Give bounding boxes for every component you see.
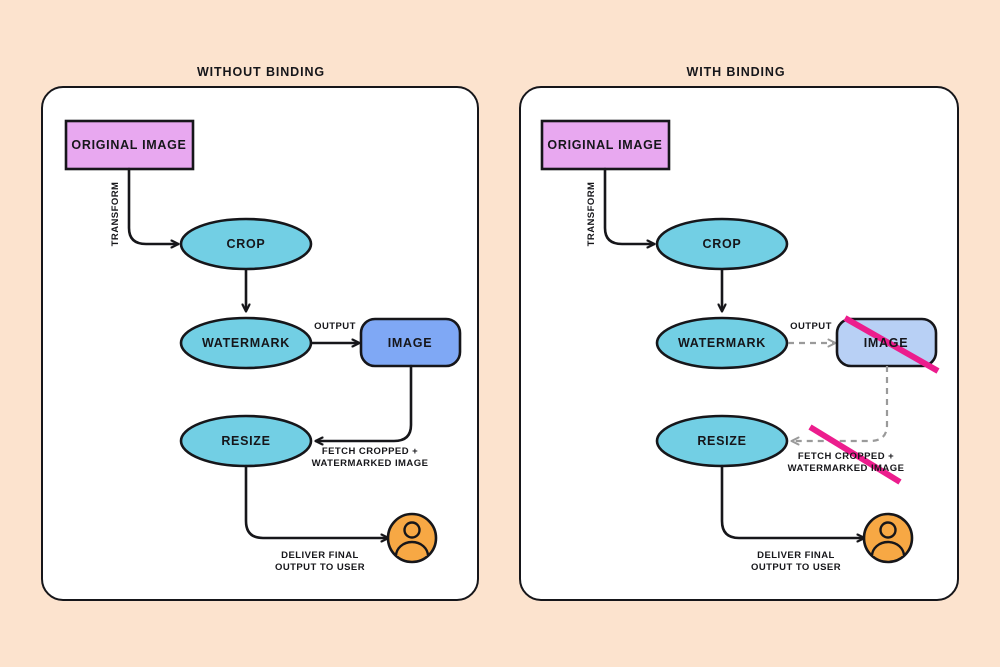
label-image-left: IMAGE [387, 336, 433, 350]
label-deliver-right: DELIVER FINAL OUTPUT TO USER [750, 550, 842, 573]
panel-title-without-binding: WITHOUT BINDING [196, 65, 326, 79]
panel-title-with-binding: WITH BINDING [686, 65, 786, 79]
label-fetch-right: FETCH CROPPED + WATERMARKED IMAGE [787, 451, 905, 474]
label-fetch-left: FETCH CROPPED + WATERMARKED IMAGE [311, 446, 429, 469]
label-watermark-left: WATERMARK [201, 336, 291, 350]
label-output-left: OUTPUT [314, 321, 356, 332]
label-transform-left: TRANSFORM [110, 181, 121, 247]
label-resize-left: RESIZE [221, 434, 271, 448]
label-image-right: IMAGE [863, 336, 909, 350]
label-crop-right: CROP [702, 237, 742, 251]
label-original-image-right: ORIGINAL IMAGE [547, 138, 663, 152]
label-watermark-right: WATERMARK [677, 336, 767, 350]
label-original-image-left: ORIGINAL IMAGE [71, 138, 187, 152]
label-output-right: OUTPUT [790, 321, 832, 332]
label-deliver-left: DELIVER FINAL OUTPUT TO USER [274, 550, 366, 573]
label-crop-left: CROP [226, 237, 266, 251]
label-resize-right: RESIZE [697, 434, 747, 448]
label-transform-right: TRANSFORM [586, 181, 597, 247]
